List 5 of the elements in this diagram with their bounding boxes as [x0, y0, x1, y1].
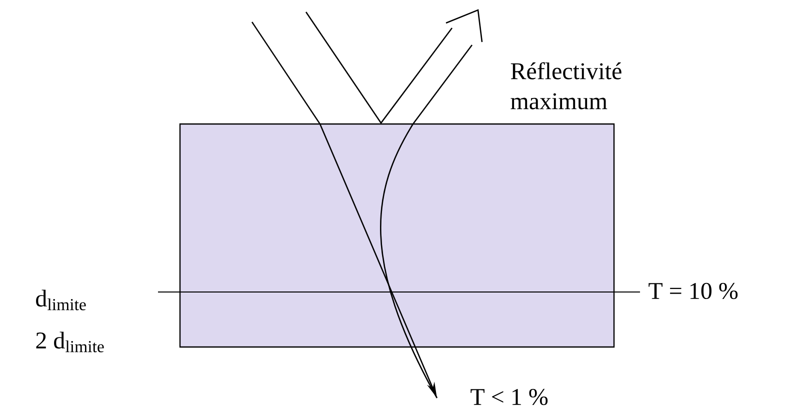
transmission-label: T < 1 % — [470, 388, 548, 406]
depth-label: 2 d$_{limite}$ — [36, 332, 104, 352]
reflectivity-label: Réflectivité maximum — [510, 62, 622, 110]
transmission-label: T = 10 % — [648, 282, 738, 300]
depth-label: d$_{limite}$ — [36, 290, 86, 310]
